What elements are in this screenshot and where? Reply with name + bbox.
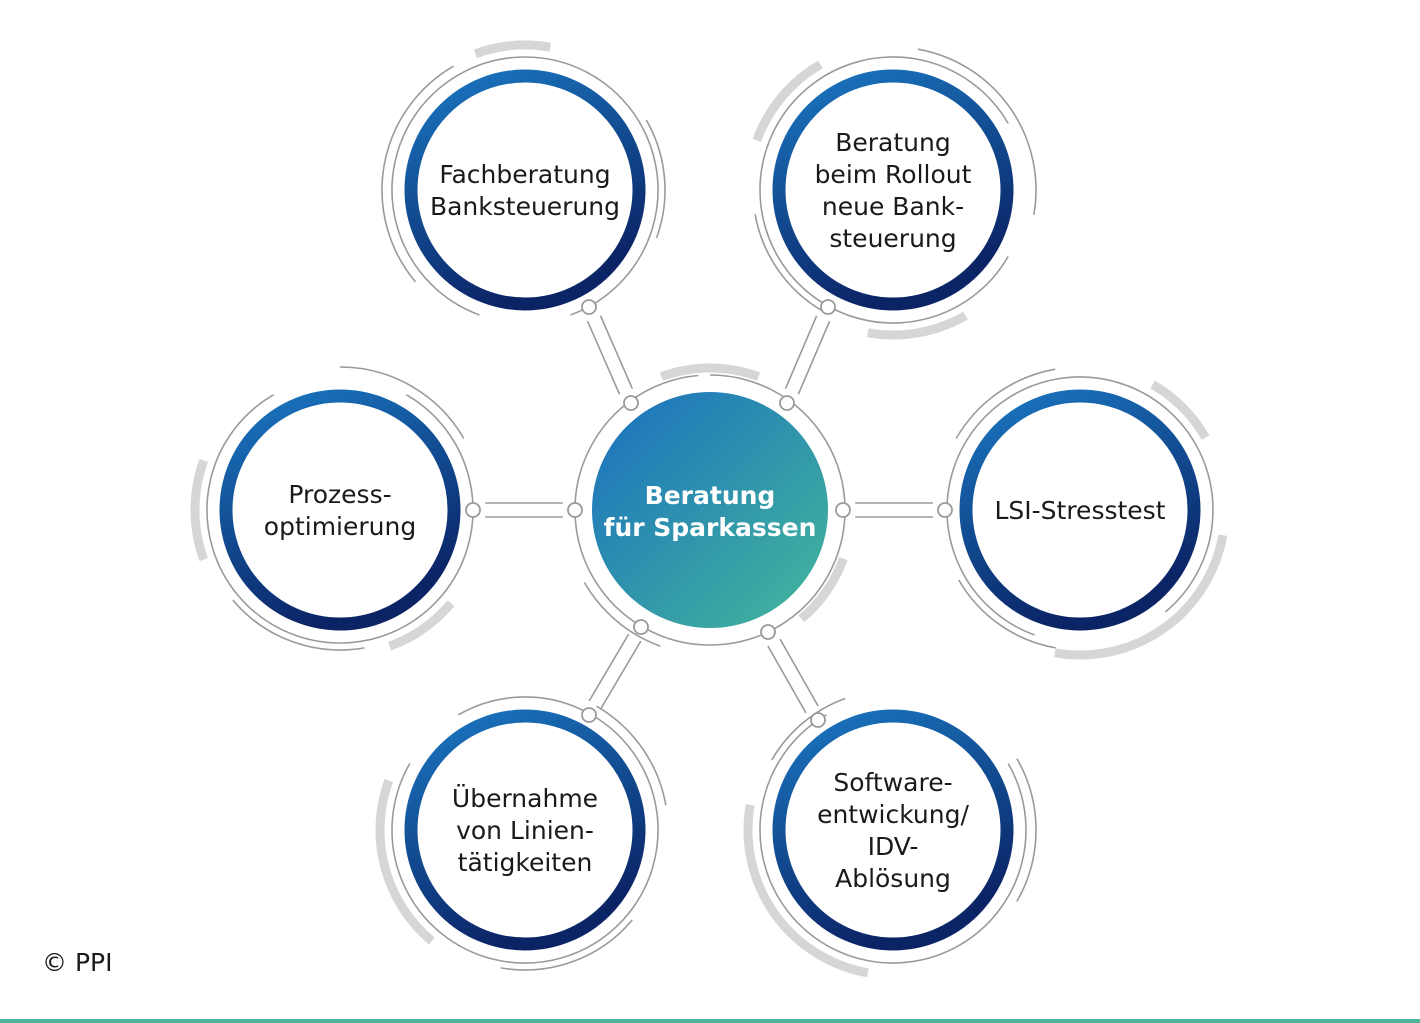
decorative-arc <box>752 60 823 142</box>
node-label: tätigkeiten <box>458 848 593 877</box>
decorative-arc <box>381 65 454 283</box>
node-ring <box>959 389 1201 631</box>
decorative-arc <box>798 556 848 623</box>
node-label: entwickung/ <box>817 800 969 829</box>
junction-dot <box>760 624 776 640</box>
connector-line <box>599 315 634 389</box>
decorative-arc <box>754 214 824 312</box>
decorative-arc <box>659 363 761 381</box>
decorative-arc <box>473 40 551 58</box>
junction-dot <box>810 712 826 728</box>
connector-line <box>767 645 807 714</box>
decorative-arc <box>955 368 1056 439</box>
decorative-arc <box>1054 534 1228 660</box>
decorative-arc <box>391 696 659 964</box>
center-label: für Sparkassen <box>604 513 817 542</box>
decorative-arc <box>759 714 1027 964</box>
decorative-arc <box>596 705 667 806</box>
node-lsi: LSI-Stresstest <box>946 368 1228 660</box>
node-label: beim Rollout <box>815 160 972 189</box>
decorative-arc <box>190 458 208 562</box>
decorative-arc <box>1150 380 1210 440</box>
node-label: von Linien- <box>456 816 594 845</box>
node-label: steuerung <box>829 224 956 253</box>
decorative-arc <box>387 600 455 651</box>
node-label: Ablösung <box>835 864 951 893</box>
node-ring <box>404 709 646 951</box>
node-ring <box>404 69 646 311</box>
center-node: Beratung für Sparkassen <box>465 299 953 728</box>
junction-dot <box>835 502 851 518</box>
decorative-arc <box>500 919 633 971</box>
junction-dot <box>820 299 836 315</box>
node-label: optimierung <box>264 512 416 541</box>
connectors <box>485 315 933 714</box>
bottom-accent-line <box>0 1019 1420 1023</box>
node-ring <box>772 69 1014 311</box>
junction-dot <box>581 707 597 723</box>
node-ring <box>219 389 461 631</box>
decorative-arc <box>645 119 666 239</box>
connector-line <box>600 640 642 709</box>
connector-line <box>779 638 819 707</box>
junction-dot <box>937 502 953 518</box>
node-label: Beratung <box>835 128 951 157</box>
junction-dot <box>633 619 649 635</box>
node-label: Prozess- <box>288 480 391 509</box>
center-circle <box>592 392 828 628</box>
center-label: Beratung <box>645 481 776 510</box>
junction-dot <box>567 502 583 518</box>
decorative-arc <box>391 56 659 316</box>
decorative-arc <box>583 582 661 648</box>
node-label: Fachberatung <box>439 160 610 189</box>
center-outer-ring <box>574 374 846 646</box>
decorative-arc <box>759 56 1009 324</box>
decorative-arc <box>946 376 1214 636</box>
decorative-arc <box>771 697 846 761</box>
connector-line <box>586 321 621 395</box>
node-uebernahme: Übernahme von Linien-tätigkeiten <box>375 696 667 971</box>
junction-dot <box>623 395 639 411</box>
copyright: © PPI <box>42 948 113 977</box>
decorative-arc <box>232 599 365 651</box>
node-label: Banksteuerung <box>430 192 620 221</box>
junction-dot <box>465 502 481 518</box>
node-label: neue Bank- <box>822 192 964 221</box>
decorative-arc <box>743 804 869 978</box>
node-rollout: Beratung beim Rollout neue Bank-steuerung <box>752 48 1037 340</box>
decorative-arc <box>867 311 968 340</box>
node-ring <box>772 709 1014 951</box>
decorative-arc <box>339 366 465 439</box>
connector-line <box>784 315 818 390</box>
connector-line <box>797 320 831 395</box>
decorative-arc <box>958 579 1056 649</box>
junction-dot <box>779 395 795 411</box>
node-label: Software- <box>833 768 952 797</box>
decorative-arc <box>375 778 435 945</box>
node-label: IDV- <box>868 832 919 861</box>
node-prozess: Prozess-optimierung <box>190 366 474 651</box>
node-label: Übernahme <box>452 784 598 813</box>
decorative-arc <box>206 394 474 644</box>
node-software: Software-entwickung/IDV- Ablösung <box>743 697 1037 978</box>
node-label: LSI-Stresstest <box>994 496 1165 525</box>
connector-line <box>588 633 630 702</box>
decorative-arc <box>1016 758 1037 902</box>
decorative-arc <box>917 48 1037 215</box>
junction-dot <box>581 299 597 315</box>
